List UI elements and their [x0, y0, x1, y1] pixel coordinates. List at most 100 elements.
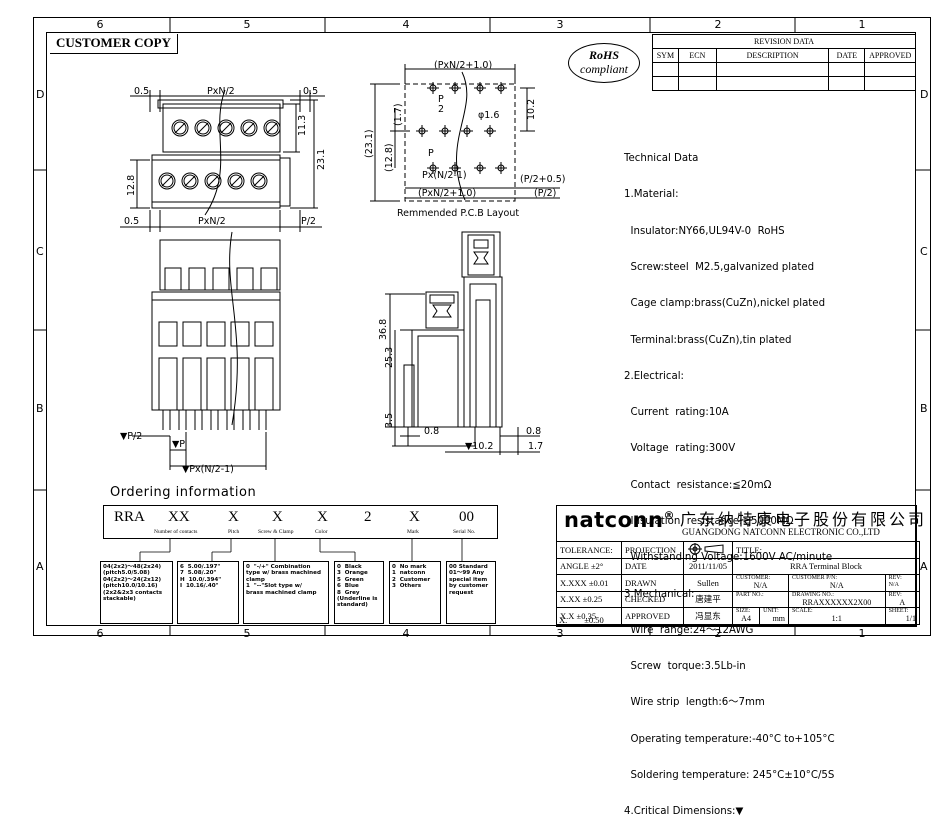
drawing-no-label: DRAWING NO.:: [792, 591, 834, 598]
title-grid: TOLERANCE: PROJECTION TITLE: ANGLE ±2° D…: [556, 541, 921, 625]
date-label: DATE: [621, 557, 684, 575]
registered-mark: ®: [663, 509, 675, 522]
unit-cell: UNIT:mm: [759, 607, 790, 625]
tol-xdot-value: ±0.50: [584, 615, 604, 625]
rev2-label: REV:: [888, 591, 902, 598]
tol-xdot-label: X.: [559, 615, 568, 625]
pcb-layout-label: Remmended P.C.B Layout: [397, 208, 519, 219]
option-serial: 00 Standard 01～99 Any special item by cu…: [446, 561, 496, 624]
size-label: SIZE:: [736, 608, 751, 614]
zone-left-c: C: [36, 245, 44, 258]
sheet-cell: SHEET:1/1: [884, 607, 921, 625]
tech-line: Soldering temperature: 245°C±10°C/5S: [624, 769, 835, 781]
zone-left-b: B: [36, 402, 44, 415]
title-cell: TITLE:: [732, 541, 920, 559]
code-contacts: XX: [168, 509, 190, 525]
customer-pn-cell: CUSTOMER P/N:N/A: [788, 574, 886, 592]
pcb-dim-p: P: [438, 94, 444, 105]
side-dim-36-8: 36.8: [378, 319, 389, 340]
sub-mark: Mark: [407, 529, 419, 535]
sub-serial: Serial No.: [453, 529, 476, 535]
customer-label: CUSTOMER:: [736, 575, 771, 581]
tech-line: Insulation resistance:≧5000MΩ: [624, 516, 794, 527]
tol-angle: ANGLE ±2°: [556, 557, 622, 575]
zone-top-2: 2: [714, 18, 722, 31]
zone-bottom-6: 6: [96, 627, 104, 640]
outer-border: [33, 17, 931, 636]
pcb-dim-p2-05: (P/2+0.5): [520, 174, 565, 185]
customer-cell: CUSTOMER:N/A: [731, 574, 790, 592]
front-dim-pxn: ▼Px(N/2-1): [182, 464, 234, 475]
option-pitch: 6 5.00/.197" 7 5.08/.20" H 10.0/.394" I …: [177, 561, 239, 624]
unit-value: mm: [772, 614, 786, 623]
option-color: 0 Black 3 Orange 5 Green 6 Blue 8 Grey (…: [334, 561, 384, 624]
tolerance-label: TOLERANCE:: [556, 541, 622, 559]
tol-x: X.X ±0.35: [556, 607, 622, 625]
dim-12-8: 12.8: [126, 175, 137, 196]
rev-value: N/A: [888, 582, 899, 588]
rohs-line2: compliant: [580, 62, 628, 76]
sub-color: Color: [315, 529, 328, 535]
front-dim-p: ▼P: [172, 439, 185, 450]
zone-top-6: 6: [96, 18, 104, 31]
drawn-label: DRAWN: [621, 574, 684, 592]
code-serial: 00: [459, 509, 474, 525]
rev-cell: REV:N/A: [884, 574, 921, 592]
sub-contacts: Number of contacts: [154, 529, 198, 535]
checked-label: CHECKED: [621, 590, 684, 608]
tol-angle-label: ANGLE: [560, 561, 589, 572]
zone-left-a: A: [36, 560, 44, 573]
pcb-dim-pxn: Px(N/2-1): [422, 170, 467, 181]
title-label: TITLE:: [736, 544, 762, 555]
drawing-no-value: RRAXXXXXX2X00: [802, 597, 872, 607]
tol-x-value: ±0.35: [576, 610, 597, 621]
zone-bottom-2: 2: [714, 627, 722, 640]
dim-top-0b: 0.5: [303, 86, 318, 97]
dim-top-0: 0.5: [134, 86, 149, 97]
brand-name: natconn: [564, 508, 664, 532]
tech-line: Technical Data: [624, 153, 699, 165]
size-cell: SIZE:A4: [731, 607, 761, 625]
drawing-no-cell: DRAWING NO.:RRAXXXXXX2X00: [788, 590, 886, 608]
scale-cell: SCALE:1:1: [788, 607, 886, 625]
zone-bottom-3: 3: [556, 627, 564, 640]
tol-x-label: X.X: [560, 610, 575, 621]
rohs-line1: RoHS: [588, 48, 619, 62]
tech-line: 2.Electrical:: [624, 370, 684, 382]
tech-line: Voltage rating:300V: [624, 443, 736, 455]
code-prefix: RRA: [114, 509, 145, 525]
code-two: 2: [364, 509, 372, 525]
dim-23-1: 23.1: [316, 149, 327, 170]
tol-angle-value: ±2°: [590, 561, 604, 572]
side-dim-25-3: 25.3: [384, 347, 395, 368]
frame-ticks: [33, 17, 931, 636]
tech-line: Wire strip length:6～7mm: [624, 697, 765, 709]
ordering-title: Ordering information: [110, 485, 257, 500]
zone-left-d: D: [36, 88, 45, 101]
approved-value: 冯显东: [683, 607, 733, 625]
front-dim-p2: ▼P/2: [120, 431, 142, 442]
ordering-code-box: RRA XX X X X 2 X 00 Number of contacts P…: [103, 505, 498, 539]
tech-line: Wire range:24～12AWG: [624, 624, 754, 636]
pcb-dim-12-8: (12.8): [384, 143, 395, 172]
zone-top-5: 5: [243, 18, 251, 31]
zone-bottom-5: 5: [243, 627, 251, 640]
pcb-layout-view: [370, 64, 560, 202]
part-no-label: PART NO.:: [736, 591, 764, 598]
revision-table: REVISION DATA SYM ECN DESCRIPTION DATE A…: [652, 34, 916, 91]
side-dim-1-7: 1.7: [528, 441, 543, 452]
dim-bottom-0-5: 0.5: [124, 216, 139, 227]
top-view: [120, 89, 325, 232]
side-dim-0-8b: 0.8: [526, 426, 541, 437]
rev-label: REV:: [888, 575, 902, 581]
company-name-cn: 广东纳特康电子股份有限公司: [680, 512, 928, 529]
zone-top-1: 1: [858, 18, 866, 31]
tol-xxx-value: ±0.01: [588, 577, 609, 588]
rev2-cell: REV:A: [884, 590, 921, 608]
rohs-badge: RoHS compliant: [568, 43, 640, 83]
pcb-dim-23-1: (23.1): [364, 129, 375, 158]
size-value: A4: [741, 614, 751, 623]
dim-11-3: 11.3: [297, 115, 308, 136]
rev2-value: A: [899, 597, 906, 607]
tol-xx-value: ±0.25: [582, 594, 603, 605]
